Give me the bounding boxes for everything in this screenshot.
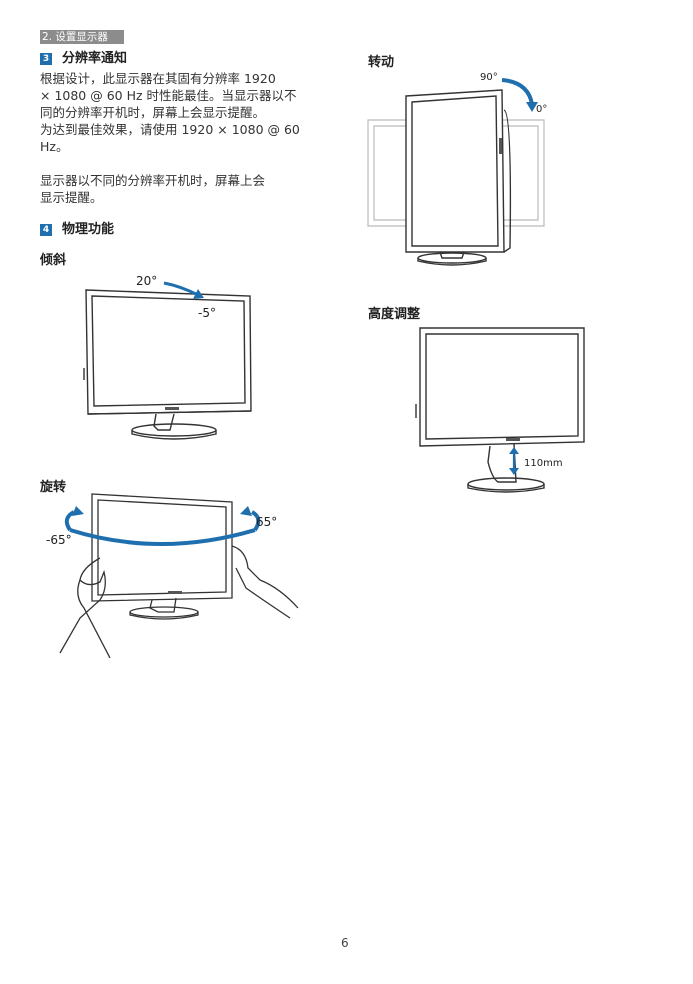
swivel-title: 旋转 [40, 480, 67, 495]
pivot-angle-end: 0° [536, 104, 547, 115]
section-3-number: 3 [40, 53, 52, 65]
tilt-title: 倾斜 [40, 253, 67, 268]
text-line: 根据设计，此显示器在其固有分辨率 1920 [40, 71, 276, 86]
text-line: 显示提醒。 [40, 190, 103, 205]
swivel-angle-right: 65° [256, 515, 277, 529]
text-line: 为达到最佳效果，请使用 1920 × 1080 @ 60 [40, 122, 300, 137]
logo-mark [499, 138, 502, 154]
pivot-title: 转动 [368, 55, 395, 70]
section-3-heading: 3 分辨率通知 [40, 51, 127, 67]
height-title: 高度调整 [368, 307, 421, 322]
pivot-arrow [501, 78, 534, 105]
pivot-angle-start: 90° [480, 72, 498, 83]
text-line: Hz。 [40, 139, 69, 154]
height-range: 110mm [524, 458, 563, 469]
section-4-title: 物理功能 [62, 222, 115, 237]
tilt-angle-down: -5° [198, 306, 216, 320]
pivot-illustration: 90° 0° [367, 72, 547, 266]
swivel-angle-left: -65° [46, 533, 72, 547]
logo-mark [168, 591, 182, 594]
tilt-illustration: 20° -5° [83, 274, 252, 440]
section-4-heading: 4 物理功能 [40, 222, 114, 238]
text-line: × 1080 @ 60 Hz 时性能最佳。当显示器以不 [40, 88, 297, 103]
swivel-arrow-front [69, 528, 256, 546]
section-tag: 2. 设置显示器 [40, 30, 124, 44]
tilt-arrow [163, 281, 199, 297]
logo-mark [506, 438, 520, 441]
height-illustration: 110mm [415, 327, 585, 493]
section-3-title: 分辨率通知 [62, 51, 128, 66]
text-line: 同的分辨率开机时，屏幕上会显示提醒。 [40, 105, 266, 120]
resolution-paragraph-2: 显示器以不同的分辨率开机时，屏幕上会 显示提醒。 [40, 172, 340, 206]
swivel-illustration: -65° 65° [46, 493, 299, 658]
resolution-paragraph-1: 根据设计，此显示器在其固有分辨率 1920 × 1080 @ 60 Hz 时性能… [40, 70, 340, 155]
logo-mark [165, 407, 179, 410]
section-4-number: 4 [40, 224, 52, 236]
tilt-angle-up: 20° [136, 274, 157, 288]
page-number: 6 [341, 936, 349, 950]
text-line: 显示器以不同的分辨率开机时，屏幕上会 [40, 173, 266, 188]
